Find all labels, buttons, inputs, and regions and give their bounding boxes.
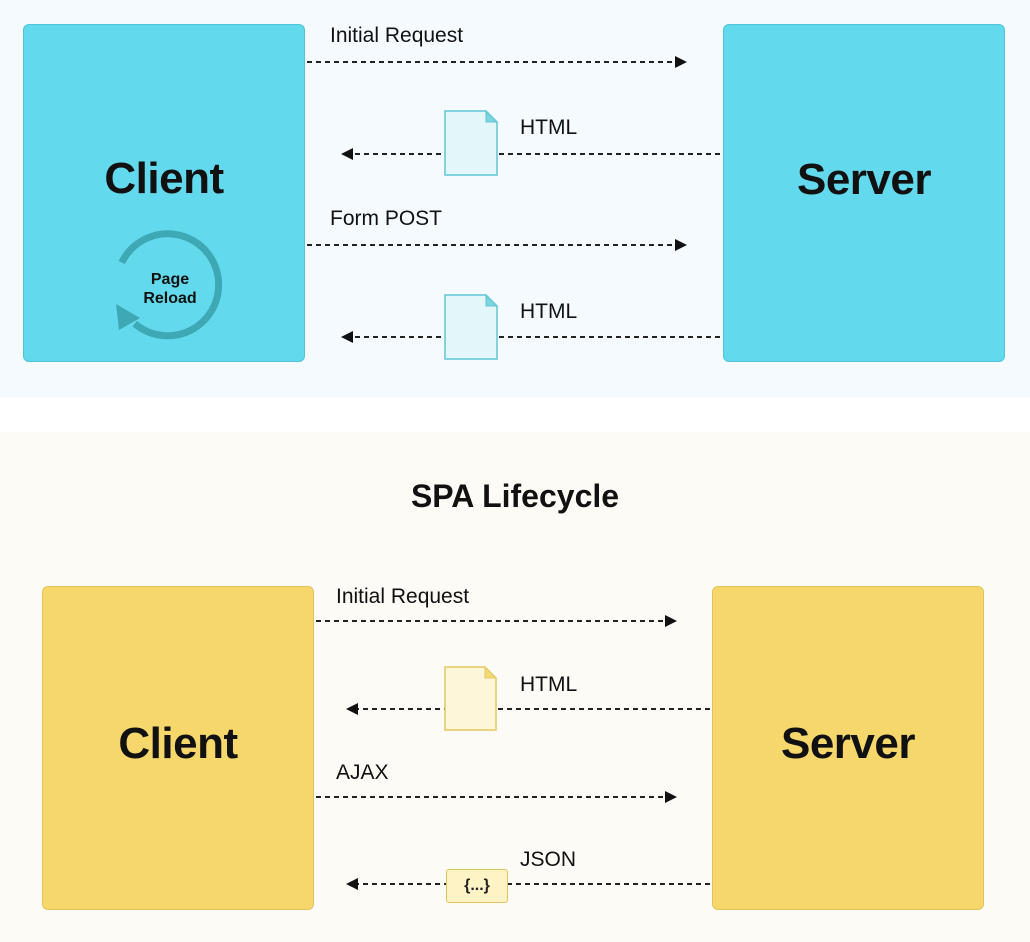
spa-html-label: HTML bbox=[520, 673, 578, 696]
traditional-initial-request-arrow bbox=[307, 56, 687, 68]
traditional-html-label-1: HTML bbox=[520, 116, 578, 139]
spa-html-document-icon bbox=[444, 665, 498, 731]
spa-server-label: Server bbox=[780, 719, 916, 768]
spa-json-label: JSON bbox=[520, 848, 577, 871]
spa-ajax-arrow bbox=[316, 791, 677, 803]
traditional-server-box: Server bbox=[723, 24, 1005, 362]
spa-initial-request-arrow bbox=[316, 615, 677, 627]
page-reload-icon bbox=[116, 230, 223, 340]
traditional-html-document-icon-1 bbox=[444, 109, 499, 176]
traditional-client-label: Client bbox=[104, 154, 224, 203]
spa-client-label: Client bbox=[118, 719, 238, 768]
traditional-server-label: Server bbox=[796, 155, 932, 204]
spa-ajax-label: AJAX bbox=[336, 761, 389, 784]
spa-json-response-arrow bbox=[346, 878, 710, 890]
traditional-html-response-arrow-2 bbox=[341, 331, 720, 343]
page-reload-line2: Reload bbox=[143, 290, 197, 307]
spa-server-box: Server bbox=[712, 586, 984, 910]
traditional-form-post-label: Form POST bbox=[330, 207, 443, 230]
json-payload-icon: {...} bbox=[446, 869, 508, 903]
spa-html-response-arrow bbox=[346, 703, 710, 715]
page-reload-label: Page Reload bbox=[120, 270, 220, 308]
spa-client-box: Client bbox=[42, 586, 314, 910]
traditional-html-label-2: HTML bbox=[520, 300, 578, 323]
spa-lifecycle-title: SPA Lifecycle bbox=[410, 478, 620, 514]
traditional-form-post-arrow bbox=[307, 239, 687, 251]
spa-initial-request-label: Initial Request bbox=[336, 585, 470, 608]
traditional-initial-request-label: Initial Request bbox=[330, 24, 464, 47]
traditional-html-response-arrow-1 bbox=[341, 148, 720, 160]
traditional-client-box: Client bbox=[23, 24, 305, 362]
page-reload-line1: Page bbox=[150, 271, 190, 288]
traditional-html-document-icon-2 bbox=[444, 293, 499, 360]
